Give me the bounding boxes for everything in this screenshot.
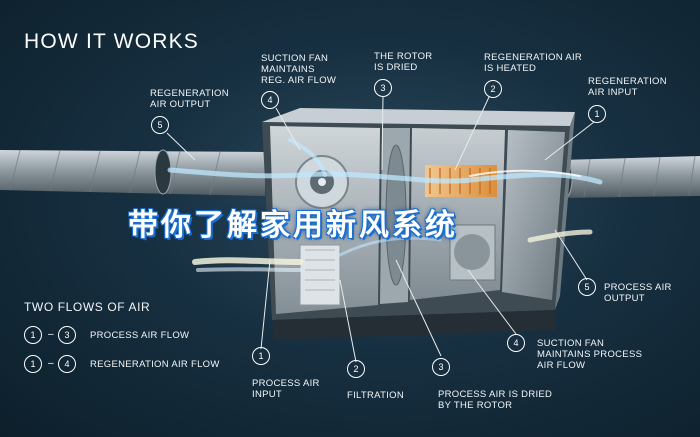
overlay-headline: 带你了解家用新风系统 — [128, 208, 458, 243]
regeneration-air-flow — [167, 138, 603, 185]
marker-regen-input: 1 — [588, 105, 606, 123]
legend-row-2-to: 4 — [58, 355, 76, 373]
marker-rotor-dried: 3 — [374, 79, 392, 97]
marker-suction-regen: 4 — [261, 91, 279, 109]
legend-row-1-dash: – — [48, 329, 54, 340]
leader-lines — [166, 95, 595, 363]
suction-fan-process — [449, 224, 496, 281]
label-regen-heated: REGENERATION AIR IS HEATED — [484, 52, 583, 74]
label-process-output: PROCESS AIR OUTPUT — [604, 282, 672, 304]
legend-row-2-label: REGENERATION AIR FLOW — [90, 359, 220, 370]
legend-title: TWO FLOWS OF AIR — [24, 300, 151, 314]
legend-row-1-from: 1 — [24, 326, 42, 344]
label-regen-output: REGENERATION AIR OUTPUT — [150, 88, 229, 110]
legend-row-2-dash: – — [48, 358, 54, 369]
legend-row-2-from: 1 — [24, 355, 42, 373]
label-process-dried: PROCESS AIR IS DRIED BY THE ROTOR — [438, 389, 553, 411]
marker-process-input: 1 — [252, 347, 270, 365]
filter — [299, 244, 341, 306]
label-regen-input: REGENERATION AIR INPUT — [588, 76, 667, 98]
marker-filtration: 2 — [347, 360, 365, 378]
left-duct — [0, 149, 265, 196]
marker-process-output: 5 — [578, 278, 596, 296]
label-process-input: PROCESS AIR INPUT — [252, 378, 320, 400]
marker-regen-heated: 2 — [484, 80, 502, 98]
label-rotor-dried: THE ROTOR IS DRIED — [374, 51, 433, 73]
process-air-flow — [192, 229, 593, 272]
label-suction-regen: SUCTION FAN MAINTAINS REG. AIR FLOW — [261, 53, 337, 86]
marker-process-dried: 3 — [432, 358, 450, 376]
legend-row-1-to: 3 — [58, 326, 76, 344]
marker-regen-output: 5 — [151, 116, 169, 134]
label-filtration: FILTRATION — [347, 390, 405, 401]
page-title: HOW IT WORKS — [24, 30, 200, 53]
label-suction-process: SUCTION FAN MAINTAINS PROCESS AIR FLOW — [537, 338, 643, 371]
marker-suction-process: 4 — [507, 334, 525, 352]
legend-row-1-label: PROCESS AIR FLOW — [90, 330, 190, 341]
